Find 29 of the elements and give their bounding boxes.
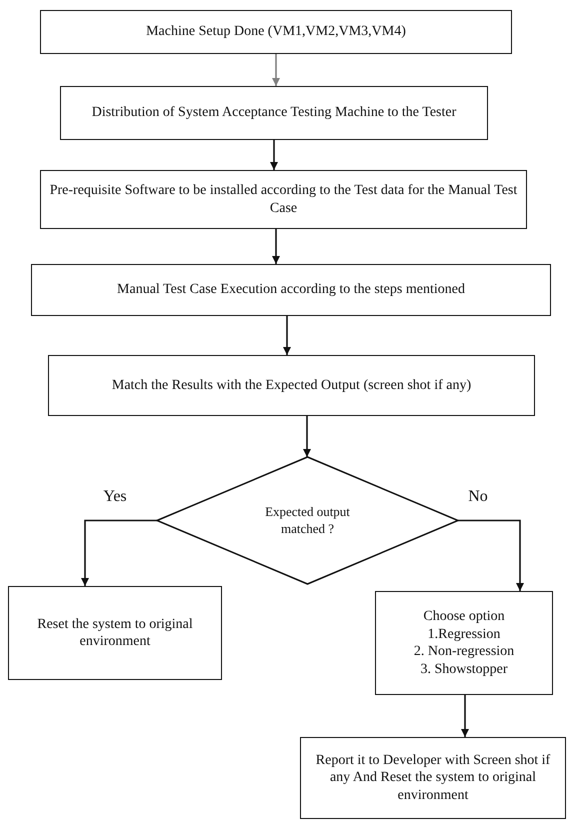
step-text: Report it to Developer with Screen shot if any And Reset the system to original environment [314,752,552,804]
step-text: Manual Test Case Execution according to the steps mentioned [117,281,465,299]
process-box [48,355,535,416]
step-text: Machine Setup Done (VM1,VM2,VM3,VM4) [146,23,406,41]
process-box [31,264,551,316]
process-box [8,586,222,680]
decision-diamond [157,457,458,584]
decision-text: Expected output matched ? [264,504,351,537]
arrow [461,695,469,737]
process-box [40,10,512,54]
step-text: Choose option [423,608,505,626]
step-text: Reset the system to original environment [36,616,194,650]
step-text: 1.Regression [428,626,500,643]
arrow [272,229,280,264]
arrow [272,54,280,86]
arrow [270,140,278,170]
arrow [81,520,157,586]
step-text: 2. Non-regression [414,643,514,660]
step-text: Distribution of System Acceptance Testing Machine to the Tester [92,104,456,122]
process-box [40,170,527,229]
arrow [303,416,311,457]
arrow [283,316,291,355]
step-text: Match the Results with the Expected Output (screen shot if any) [112,376,472,394]
arrow [458,520,524,591]
process-box [300,737,566,819]
process-box [60,86,488,140]
step-text: 3. Showstopper [420,660,508,678]
process-box [375,591,553,695]
step-text: Pre-requisite Software to be installed according to the Test data for the Manual Test Case [49,182,518,217]
